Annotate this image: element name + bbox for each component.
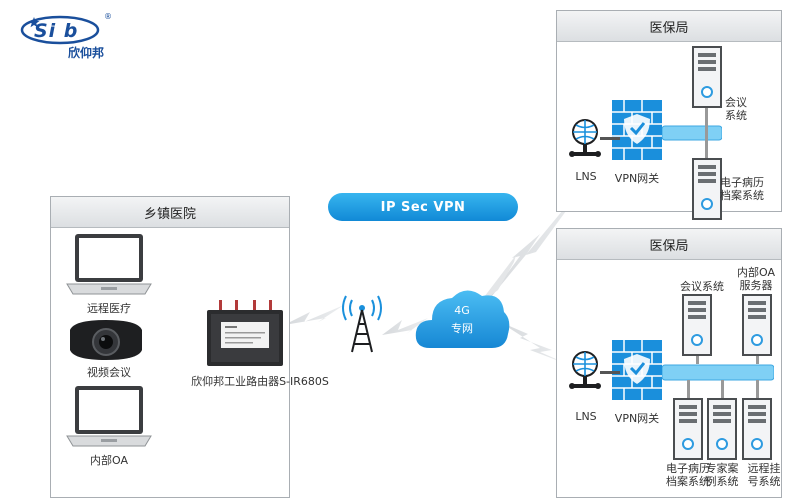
medical-bureau-title-bottom: 医保局 bbox=[557, 229, 781, 260]
company-logo: Si b ® 欣仰邦 bbox=[20, 12, 112, 62]
router-label: 欣仰邦工业路由器S-IR680S bbox=[191, 375, 329, 388]
link-bolt-7 bbox=[500, 322, 572, 366]
server-icon bbox=[742, 294, 772, 356]
server-label-emr-bottom: 电子病历 档案系统 bbox=[660, 462, 716, 488]
logo-mark-text: Si b bbox=[34, 20, 79, 42]
server-icon bbox=[692, 46, 722, 108]
projector-icon bbox=[70, 320, 142, 360]
server-label-line: 例系统 bbox=[705, 475, 739, 488]
link-line bbox=[705, 82, 708, 162]
vpn-gateway-label-bottom: VPN网关 bbox=[614, 412, 660, 425]
logo-name: 欣仰邦 bbox=[68, 46, 105, 60]
server-label-line: 专家案 bbox=[705, 462, 739, 475]
server-label-registration-bottom: 远程挂 号系统 bbox=[744, 462, 784, 488]
cloud-label-private-net: 专网 bbox=[451, 322, 473, 335]
server-icon bbox=[673, 398, 703, 460]
device-label-videoconf: 视频会议 bbox=[87, 366, 131, 379]
industrial-router-icon bbox=[207, 300, 283, 366]
laptop-icon bbox=[66, 234, 152, 295]
logo-mark-icon bbox=[20, 15, 100, 45]
device-label-telemedicine: 远程医疗 bbox=[87, 302, 131, 315]
server-label-line: 档案系统 bbox=[666, 475, 710, 488]
network-bus bbox=[662, 364, 774, 381]
server-icon bbox=[682, 294, 712, 356]
laptop-icon bbox=[66, 386, 152, 447]
server-icon bbox=[707, 398, 737, 460]
link-line bbox=[600, 137, 620, 140]
server-label-line: 系统 bbox=[725, 109, 747, 122]
device-label-internal-oa: 内部OA bbox=[90, 454, 128, 467]
cloud-icon bbox=[415, 290, 510, 348]
lns-globe-icon bbox=[569, 351, 601, 389]
vpn-firewall-icon bbox=[612, 340, 662, 400]
vpn-firewall-icon bbox=[612, 100, 662, 160]
server-label-emr-top: 电子病历 档案系统 bbox=[720, 176, 780, 202]
server-label-meeting-top: 会议 系统 bbox=[725, 96, 775, 122]
network-bus bbox=[662, 125, 722, 141]
cloud-label-4g: 4G bbox=[454, 304, 470, 317]
server-label-line: 内部OA bbox=[737, 266, 775, 279]
logo-registered: ® bbox=[104, 12, 112, 21]
server-label-oa-bottom: 内部OA 服务器 bbox=[728, 266, 784, 292]
medical-bureau-panel-top: 医保局 bbox=[556, 10, 782, 212]
server-label-meeting-bottom: 会议系统 bbox=[672, 280, 732, 293]
lns-globe-icon bbox=[569, 119, 601, 157]
lns-label-top: LNS bbox=[575, 170, 597, 183]
township-hospital-title: 乡镇医院 bbox=[51, 197, 289, 228]
server-label-line: 档案系统 bbox=[720, 189, 764, 202]
medical-bureau-title-top: 医保局 bbox=[557, 11, 781, 42]
link-bolt-5 bbox=[382, 318, 428, 335]
link-bolt-4 bbox=[284, 305, 344, 325]
vpn-gateway-label-top: VPN网关 bbox=[614, 172, 660, 185]
server-label-line: 电子病历 bbox=[666, 462, 710, 475]
server-label-line: 远程挂 bbox=[747, 462, 781, 475]
antenna-tower-icon bbox=[342, 295, 382, 353]
server-label-line: 会议系统 bbox=[680, 280, 724, 293]
server-icon bbox=[742, 398, 772, 460]
link-line bbox=[600, 371, 620, 374]
server-label-line: 号系统 bbox=[747, 475, 781, 488]
server-label-line: 服务器 bbox=[739, 279, 773, 292]
server-label-line: 电子病历 bbox=[720, 176, 764, 189]
ipsec-vpn-badge: IP Sec VPN bbox=[328, 193, 518, 221]
lns-label-bottom: LNS bbox=[575, 410, 597, 423]
server-label-expert-bottom: 专家案 例系统 bbox=[696, 462, 748, 488]
server-icon bbox=[692, 158, 722, 220]
server-label-line: 会议 bbox=[725, 96, 747, 109]
link-bolt-6b bbox=[478, 255, 516, 305]
